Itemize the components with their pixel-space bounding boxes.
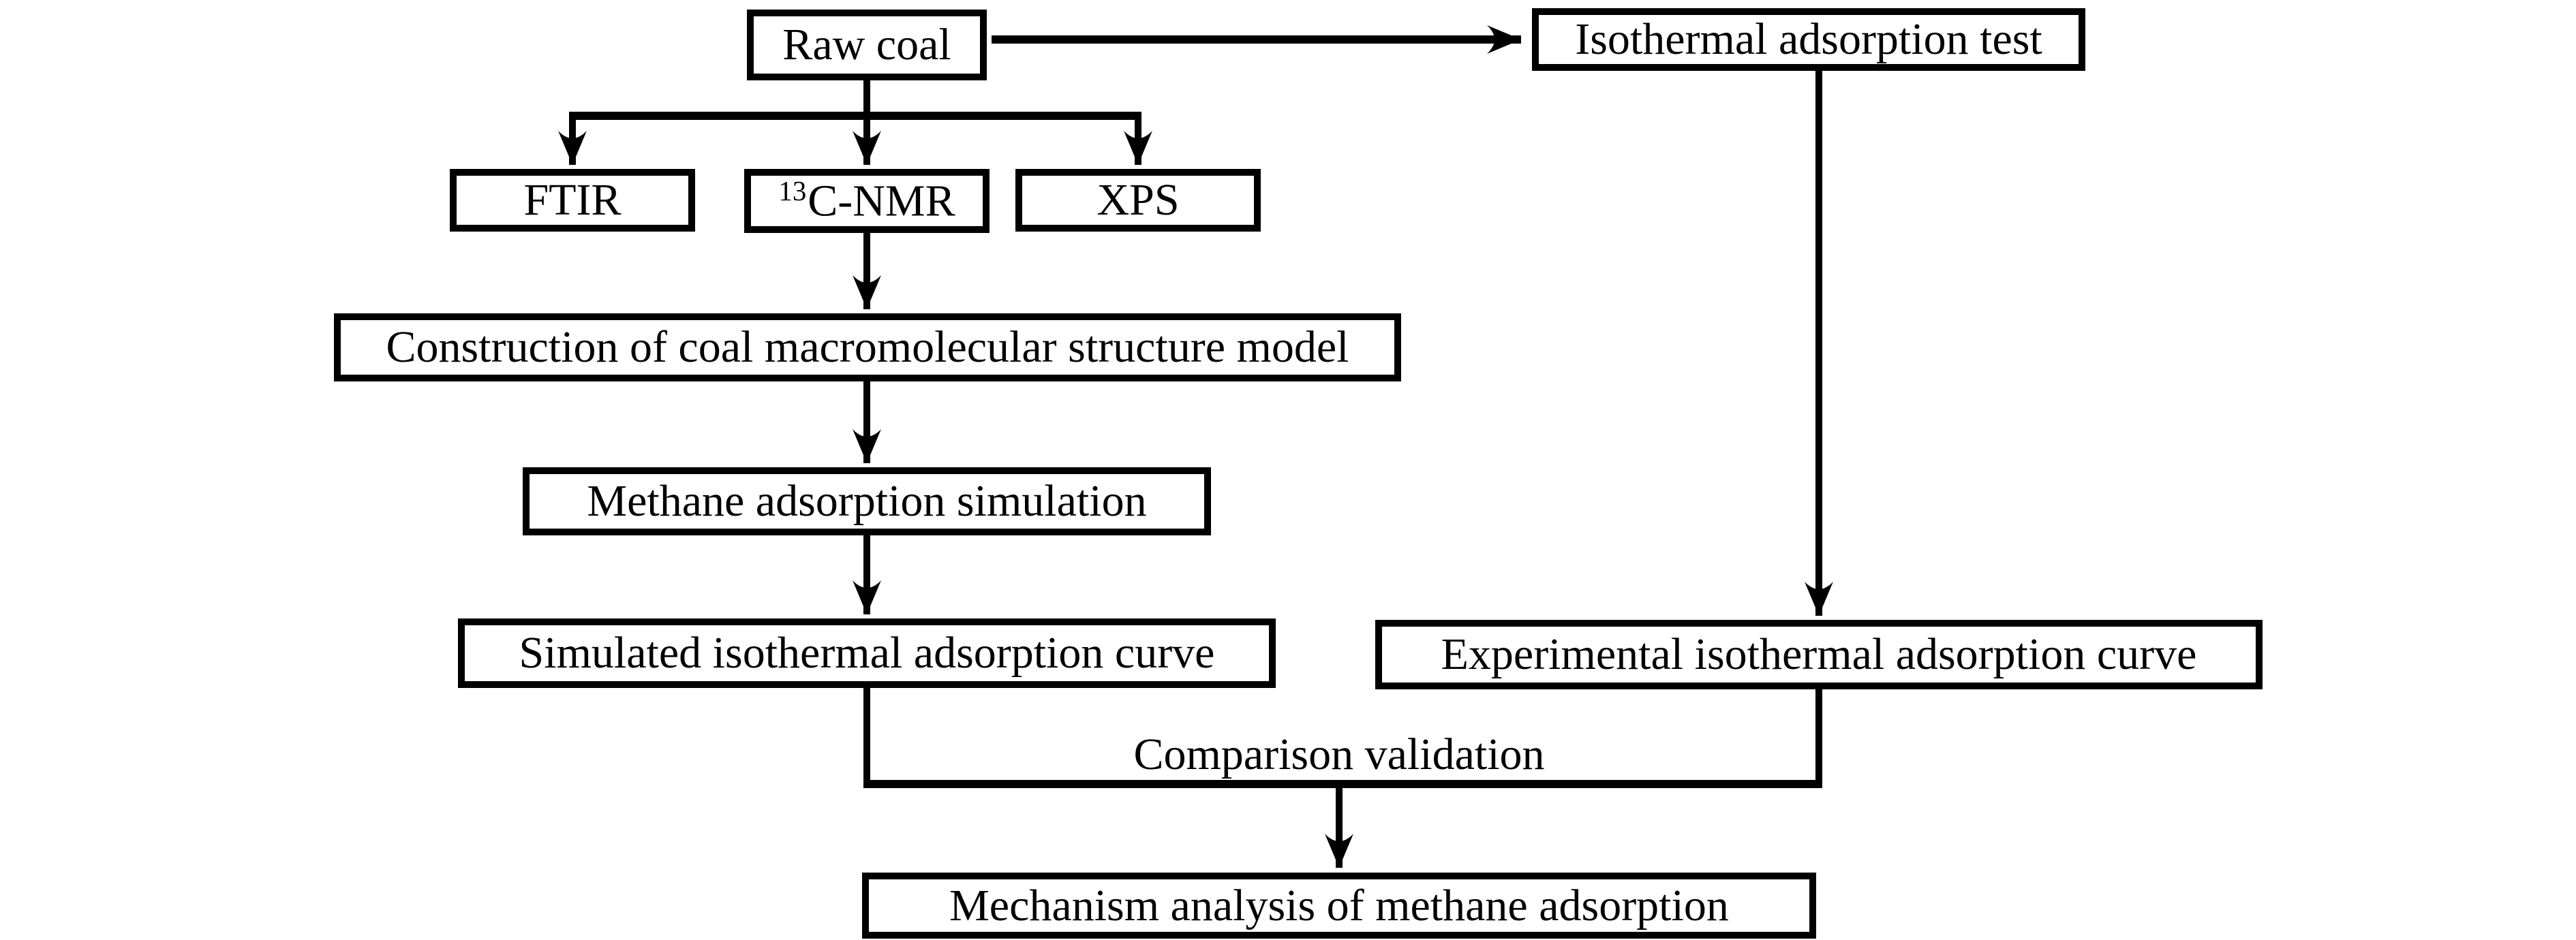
box-experimental-isothermal-curve-label: Experimental isothermal adsorption curve xyxy=(1441,629,2197,679)
box-ftir-label: FTIR xyxy=(523,175,622,225)
comparison-validation-text: Comparison validation xyxy=(1133,730,1545,779)
box-xps-label: XPS xyxy=(1097,175,1180,225)
box-raw-coal-label: Raw coal xyxy=(782,20,951,69)
box-isothermal-adsorption-test: Isothermal adsorption test xyxy=(1532,8,2085,71)
box-simulated-isothermal-curve-label: Simulated isothermal adsorption curve xyxy=(519,628,1215,678)
box-isothermal-adsorption-test-label: Isothermal adsorption test xyxy=(1575,14,2042,64)
box-raw-coal: Raw coal xyxy=(747,10,987,80)
box-mechanism-analysis: Mechanism analysis of methane adsorption xyxy=(862,873,1816,939)
box-mechanism-analysis-label: Mechanism analysis of methane adsorption xyxy=(949,880,1729,930)
c13-nmr-text: C-NMR xyxy=(808,176,955,226)
box-construction-model-label: Construction of coal macromolecular stru… xyxy=(386,322,1349,372)
box-c13-nmr: 13C-NMR xyxy=(744,169,990,233)
c13-superscript: 13 xyxy=(778,176,807,207)
comparison-bracket xyxy=(863,688,1822,788)
box-ftir: FTIR xyxy=(450,169,695,232)
box-methane-adsorption-simulation-label: Methane adsorption simulation xyxy=(587,476,1147,526)
box-xps: XPS xyxy=(1015,169,1261,232)
comparison-validation-label: Comparison validation xyxy=(862,730,1816,779)
box-c13-nmr-label: 13C-NMR xyxy=(778,176,955,226)
box-construction-model: Construction of coal macromolecular stru… xyxy=(334,313,1401,381)
box-methane-adsorption-simulation: Methane adsorption simulation xyxy=(523,467,1211,535)
box-simulated-isothermal-curve: Simulated isothermal adsorption curve xyxy=(458,618,1276,688)
box-experimental-isothermal-curve: Experimental isothermal adsorption curve xyxy=(1375,620,2263,689)
